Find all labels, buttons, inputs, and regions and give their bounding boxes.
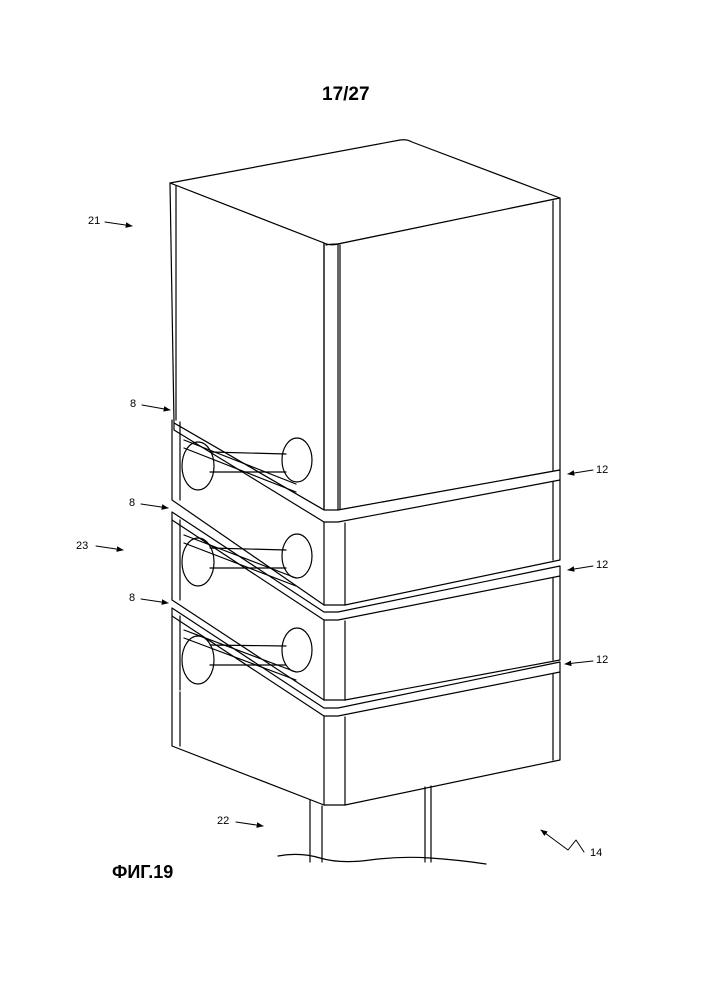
figure-label: ФИГ.19 [112, 862, 173, 883]
ref-8-middle: 8 [129, 497, 135, 509]
bottom-block [172, 672, 560, 805]
ref-12-middle: 12 [596, 559, 608, 571]
ref-21: 21 [88, 215, 100, 227]
ref-12-upper: 12 [596, 464, 608, 476]
ref-8-upper: 8 [130, 398, 136, 410]
ref-22: 22 [217, 815, 229, 827]
ref-23: 23 [76, 540, 88, 552]
ref-14: 14 [590, 847, 602, 859]
ref-8-lower: 8 [129, 592, 135, 604]
middle-block-3 [172, 608, 560, 716]
ref-12-lower: 12 [596, 654, 608, 666]
